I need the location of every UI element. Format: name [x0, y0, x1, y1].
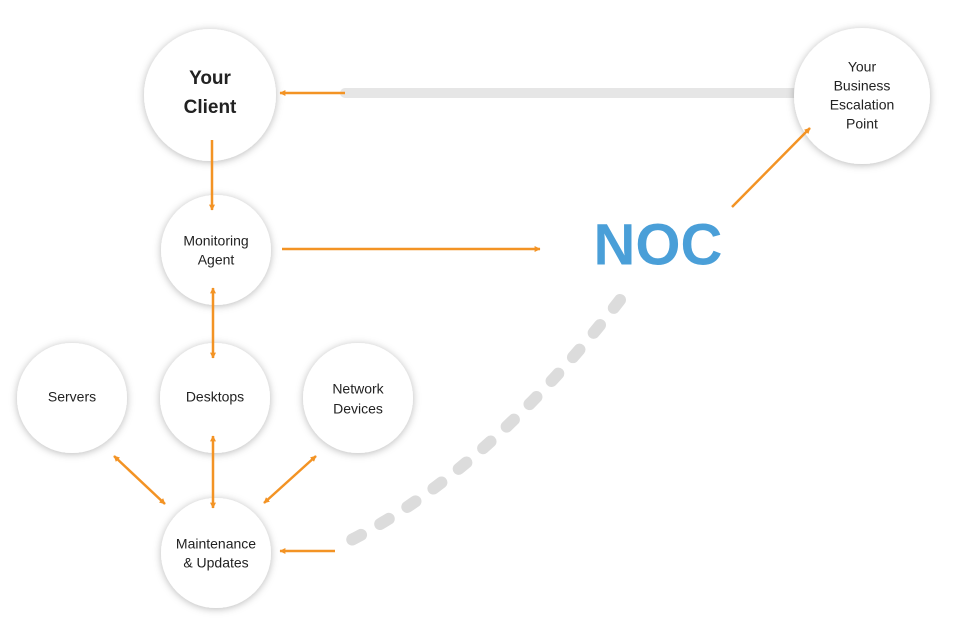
escalation-label-line3: Escalation — [830, 97, 895, 113]
client-node: Your Client — [144, 29, 276, 161]
network-label-line1: Network — [332, 381, 384, 397]
servers-label: Servers — [48, 389, 96, 405]
monitoring-label-line2: Agent — [198, 252, 235, 268]
maintenance-label-line2: & Updates — [183, 555, 248, 571]
escalation-label-line1: Your — [848, 59, 877, 75]
network-label-line2: Devices — [333, 401, 383, 417]
client-label-line2: Client — [184, 97, 237, 118]
escalation-label-line2: Business — [834, 78, 891, 94]
desktops-node: Desktops — [160, 343, 270, 453]
servers-maintenance-arrow — [113, 455, 166, 505]
noc-label: NOC — [594, 212, 723, 277]
noc-maintenance-dotted-link — [329, 294, 626, 554]
escalation-label-line4: Point — [846, 116, 878, 132]
network-devices-node: Network Devices — [303, 343, 413, 453]
network-maintenance-arrow — [263, 455, 317, 504]
monitoring-agent-node: Monitoring Agent — [161, 195, 271, 305]
noc-to-escalation-arrow — [731, 127, 811, 208]
maintenance-updates-node: Maintenance & Updates — [161, 498, 271, 608]
escalation-point-node: Your Business Escalation Point — [794, 28, 930, 164]
desktops-label: Desktops — [186, 389, 244, 405]
monitoring-label-line1: Monitoring — [183, 233, 248, 249]
maintenance-label-line1: Maintenance — [176, 536, 256, 552]
client-label-line1: Your — [189, 68, 231, 89]
servers-node: Servers — [17, 343, 127, 453]
